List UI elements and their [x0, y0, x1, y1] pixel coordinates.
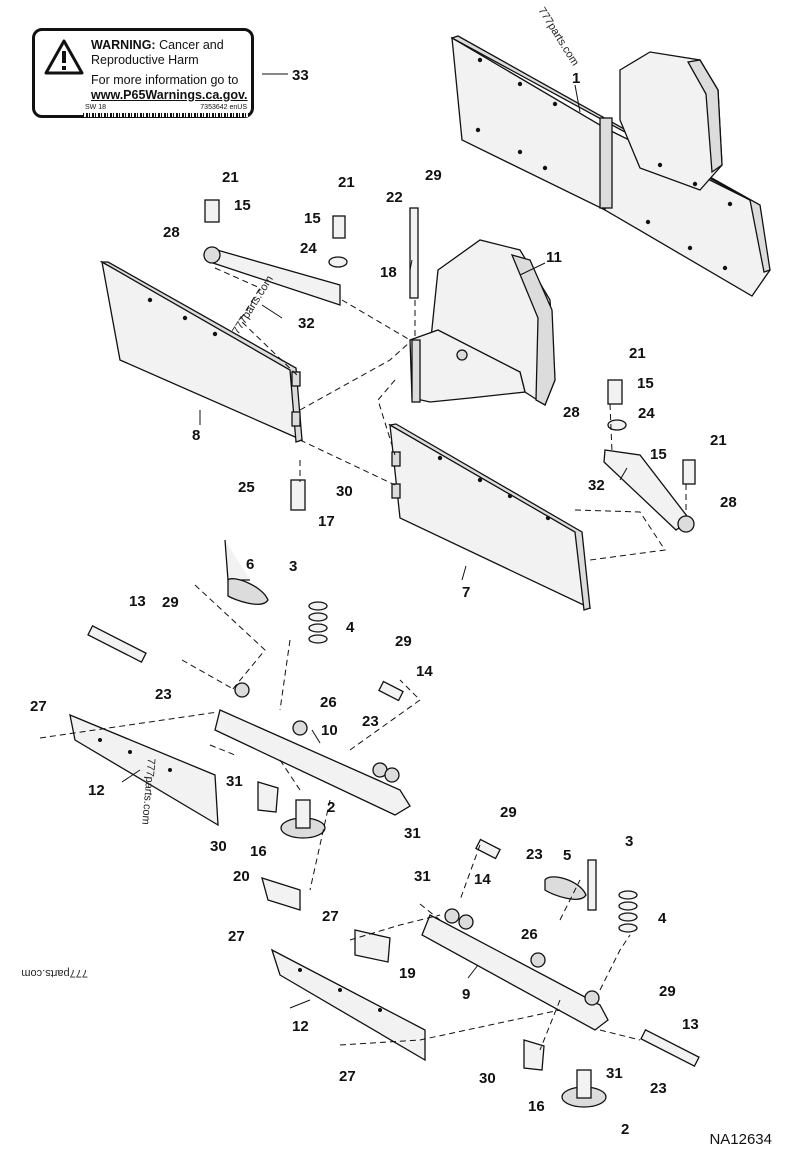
- callout-13b: 13: [682, 1016, 699, 1033]
- callout-28b: 28: [563, 404, 580, 421]
- callout-16: 16: [250, 843, 267, 860]
- callout-14: 14: [416, 663, 433, 680]
- callout-31: 31: [226, 773, 243, 790]
- callout-9: 9: [462, 986, 470, 1003]
- alignment-lines: [39, 267, 687, 1051]
- warning-label: WARNING: Cancer and Reproductive Harm Fo…: [32, 28, 254, 118]
- callout-15b: 15: [304, 210, 321, 227]
- callout-27: 27: [30, 698, 47, 715]
- callout-21: 21: [222, 169, 239, 186]
- callout-30: 30: [336, 483, 353, 500]
- callout-15d: 15: [650, 446, 667, 463]
- callouts: 33 1 21 15 28 21 15 24 22 29 18 11 32 8 …: [30, 67, 737, 1138]
- callout-29: 29: [425, 167, 442, 184]
- callout-21b: 21: [338, 174, 355, 191]
- callout-29e: 29: [659, 983, 676, 1000]
- callout-8: 8: [192, 427, 200, 444]
- callout-27b: 27: [228, 928, 245, 945]
- lower-right-assembly: [270, 838, 700, 1108]
- callout-11: 11: [546, 249, 562, 266]
- callout-12: 12: [88, 782, 105, 799]
- warning-triangle-icon: [44, 39, 84, 75]
- watermark-4: 777parts.com: [21, 967, 88, 979]
- warning-url[interactable]: www.P65Warnings.ca.gov.: [91, 88, 248, 102]
- callout-15c: 15: [637, 375, 654, 392]
- callout-32b: 32: [588, 477, 605, 494]
- callout-18: 18: [380, 264, 397, 281]
- callout-31c: 31: [414, 868, 431, 885]
- callout-1: 1: [572, 70, 580, 87]
- watermark-3: 777parts.com: [139, 758, 157, 825]
- callout-23b: 23: [362, 713, 379, 730]
- warning-heading-rest: Cancer and Reproductive Harm: [91, 38, 224, 67]
- right-wing: [388, 423, 591, 611]
- callout-24b: 24: [638, 405, 655, 422]
- callout-29c: 29: [395, 633, 412, 650]
- watermark-1: 777parts.com: [535, 5, 580, 68]
- callout-15: 15: [234, 197, 251, 214]
- callout-23d: 23: [650, 1080, 667, 1097]
- callout-20: 20: [233, 868, 250, 885]
- callout-21d: 21: [710, 432, 727, 449]
- callout-12b: 12: [292, 1018, 309, 1035]
- upper-hardware: [204, 199, 696, 511]
- callout-16b: 16: [528, 1098, 545, 1115]
- callout-4b: 4: [658, 910, 667, 927]
- warning-info: For more information go to www.P65Warnin…: [91, 73, 256, 103]
- callout-27d: 27: [339, 1068, 356, 1085]
- callout-14b: 14: [474, 871, 491, 888]
- callout-19: 19: [399, 965, 416, 982]
- callout-29b: 29: [162, 594, 179, 611]
- callout-29d: 29: [500, 804, 517, 821]
- callout-26b: 26: [521, 926, 538, 943]
- callout-27c: 27: [322, 908, 339, 925]
- callout-7: 7: [462, 584, 470, 601]
- callout-3b: 3: [625, 833, 633, 850]
- callout-25: 25: [238, 479, 255, 496]
- callout-33: 33: [292, 67, 309, 84]
- callout-2b: 2: [621, 1121, 629, 1138]
- callout-23c: 23: [526, 846, 543, 863]
- callout-3: 3: [289, 558, 297, 575]
- warning-info-text: For more information go to: [91, 73, 239, 87]
- callout-24: 24: [300, 240, 317, 257]
- watermark-2: 777parts.com: [230, 274, 275, 337]
- warning-heading-bold: WARNING:: [91, 38, 156, 52]
- callout-26: 26: [320, 694, 337, 711]
- center-frame: [409, 239, 556, 406]
- warning-heading: WARNING: Cancer and Reproductive Harm: [91, 38, 251, 68]
- callout-10: 10: [321, 722, 338, 739]
- callout-17: 17: [318, 513, 335, 530]
- figure-id: NA12634: [709, 1131, 772, 1148]
- callout-22: 22: [386, 189, 403, 206]
- callout-30c: 30: [479, 1070, 496, 1087]
- callout-6: 6: [246, 556, 254, 573]
- leader-lines: [121, 73, 628, 1009]
- warning-code-right: 7353642 enUS: [200, 104, 247, 111]
- callout-28: 28: [163, 224, 180, 241]
- callout-31d: 31: [606, 1065, 623, 1082]
- callout-4: 4: [346, 619, 355, 636]
- warning-code-left: SW 18: [85, 104, 107, 111]
- assembled-blade: [450, 35, 771, 297]
- callout-2: 2: [327, 799, 335, 816]
- callout-5: 5: [563, 847, 571, 864]
- callout-28c: 28: [720, 494, 737, 511]
- lower-left-assembly: [69, 539, 411, 911]
- callout-13: 13: [129, 593, 146, 610]
- callout-21c: 21: [629, 345, 646, 362]
- left-wing: [99, 260, 303, 443]
- callout-32: 32: [298, 315, 315, 332]
- callout-23: 23: [155, 686, 172, 703]
- callout-30b: 30: [210, 838, 227, 855]
- callout-31b: 31: [404, 825, 421, 842]
- warning-barcode: [83, 113, 249, 117]
